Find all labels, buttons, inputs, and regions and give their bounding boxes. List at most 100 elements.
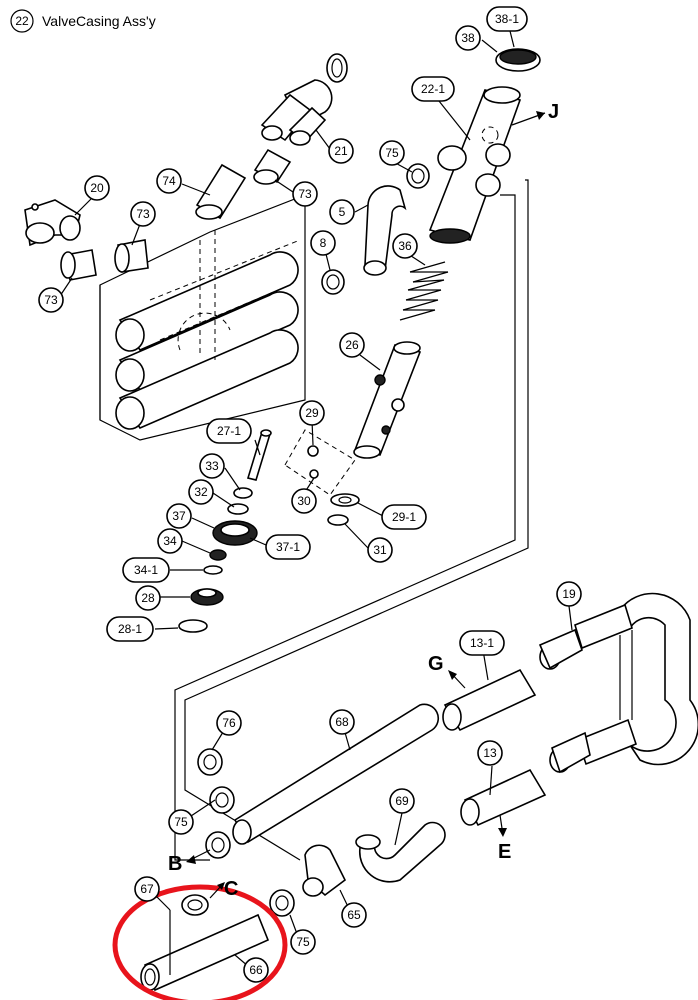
- callout-67: 67: [134, 876, 160, 902]
- svg-text:73: 73: [136, 207, 150, 221]
- part-8-collar: [321, 269, 345, 295]
- svg-text:13-1: 13-1: [470, 636, 494, 650]
- callout-65: 65: [341, 902, 367, 928]
- part-13-tube: [460, 768, 547, 827]
- callout-21: 21: [328, 138, 354, 164]
- callout-37: 37: [166, 503, 192, 529]
- svg-text:28-1: 28-1: [118, 622, 142, 636]
- svg-text:76: 76: [222, 716, 236, 730]
- svg-text:75: 75: [385, 146, 399, 160]
- svg-text:28: 28: [141, 591, 155, 605]
- callout-76: 76: [216, 710, 242, 736]
- svg-text:29: 29: [305, 406, 319, 420]
- part-73b-tube: [114, 239, 149, 273]
- arrow-g-head: [448, 670, 457, 680]
- part-b-collar: [205, 831, 231, 859]
- callout-32: 32: [188, 479, 214, 505]
- section-number: 22: [15, 14, 29, 28]
- part-29-1-washer: [330, 493, 360, 507]
- part-69-hose: [355, 821, 446, 883]
- callout-37-1: 37-1: [265, 534, 311, 560]
- callout-36: 36: [392, 233, 418, 259]
- callout-28: 28: [135, 585, 161, 611]
- part-26-spool: [353, 341, 422, 459]
- callout-75c: 75: [290, 929, 316, 955]
- svg-text:66: 66: [249, 963, 263, 977]
- direction-label-e: E: [498, 841, 511, 863]
- section-header: 22 ValveCasing Ass'y: [10, 9, 156, 33]
- part-27-1-stem: [246, 429, 272, 481]
- svg-text:13: 13: [483, 746, 497, 760]
- section-number-circle: [10, 9, 34, 33]
- arrow-b-head: [186, 855, 196, 864]
- part-38-cap: [495, 48, 541, 72]
- part-74-tube: [195, 163, 247, 220]
- callout-75b: 75: [168, 809, 194, 835]
- direction-label-b: B: [168, 853, 182, 875]
- callout-8: 8: [310, 230, 336, 256]
- callout-28-1: 28-1: [106, 616, 154, 642]
- callout-68: 68: [329, 709, 355, 735]
- svg-text:26: 26: [345, 338, 359, 352]
- page-title: ValveCasing Ass'y: [42, 13, 156, 29]
- callout-74: 74: [156, 168, 182, 194]
- callout-bubbles: 38-1 38 22-1 21 74 73 75 5 20 73 73 8 36…: [38, 6, 582, 983]
- direction-label-g: G: [428, 653, 444, 675]
- svg-text:34-1: 34-1: [134, 563, 158, 577]
- part-76-collar: [197, 748, 223, 776]
- part-34-washer: [209, 549, 227, 561]
- callout-19: 19: [556, 581, 582, 607]
- svg-text:19: 19: [562, 587, 576, 601]
- svg-text:32: 32: [194, 485, 208, 499]
- direction-label-c: C: [224, 878, 238, 900]
- svg-text:68: 68: [335, 715, 349, 729]
- part-21-elbow: [260, 53, 348, 146]
- part-67-ring: [169, 894, 209, 975]
- part-73a-tube: [253, 148, 292, 185]
- part-73c-tube: [60, 249, 97, 281]
- callout-13: 13: [477, 740, 503, 766]
- callout-73c: 73: [38, 287, 64, 313]
- part-31-washer: [327, 514, 349, 526]
- callout-34-1: 34-1: [122, 557, 170, 583]
- part-36-spring: [399, 261, 449, 321]
- svg-text:73: 73: [298, 187, 312, 201]
- callout-27-1: 27-1: [206, 418, 252, 444]
- callout-38: 38: [455, 25, 481, 51]
- direction-label-j: J: [548, 101, 559, 123]
- callout-31: 31: [367, 537, 393, 563]
- detail-29-30-box: [284, 429, 356, 496]
- svg-text:69: 69: [395, 794, 409, 808]
- callout-75a: 75: [379, 140, 405, 166]
- arrow-c-head: [217, 882, 225, 890]
- callout-38-1: 38-1: [486, 6, 528, 32]
- callout-66: 66: [243, 957, 269, 983]
- callout-69: 69: [389, 788, 415, 814]
- svg-text:67: 67: [140, 882, 154, 896]
- callout-30: 30: [291, 488, 317, 514]
- part-5-hose: [363, 185, 407, 276]
- part-13-1-tube: [442, 668, 537, 732]
- callout-5: 5: [329, 199, 355, 225]
- svg-text:37: 37: [172, 509, 186, 523]
- part-28-gear: [190, 588, 224, 606]
- callout-13-1: 13-1: [459, 630, 505, 656]
- svg-text:36: 36: [398, 239, 412, 253]
- svg-text:27-1: 27-1: [217, 424, 241, 438]
- callout-34: 34: [157, 528, 183, 554]
- part-75c-collar: [269, 889, 295, 917]
- svg-text:37-1: 37-1: [276, 540, 300, 554]
- callout-73b: 73: [130, 201, 156, 227]
- part-34-1-washer: [203, 565, 223, 575]
- routing-lines: [174, 179, 529, 861]
- svg-text:75: 75: [296, 935, 310, 949]
- part-37-gear: [212, 520, 258, 546]
- svg-text:22-1: 22-1: [421, 82, 445, 96]
- svg-text:20: 20: [90, 181, 104, 195]
- part-28-1-oring: [178, 619, 208, 633]
- callout-29: 29: [299, 400, 325, 426]
- callout-26: 26: [339, 332, 365, 358]
- svg-text:33: 33: [205, 459, 219, 473]
- svg-text:38: 38: [461, 31, 475, 45]
- arrow-e-head: [498, 828, 507, 837]
